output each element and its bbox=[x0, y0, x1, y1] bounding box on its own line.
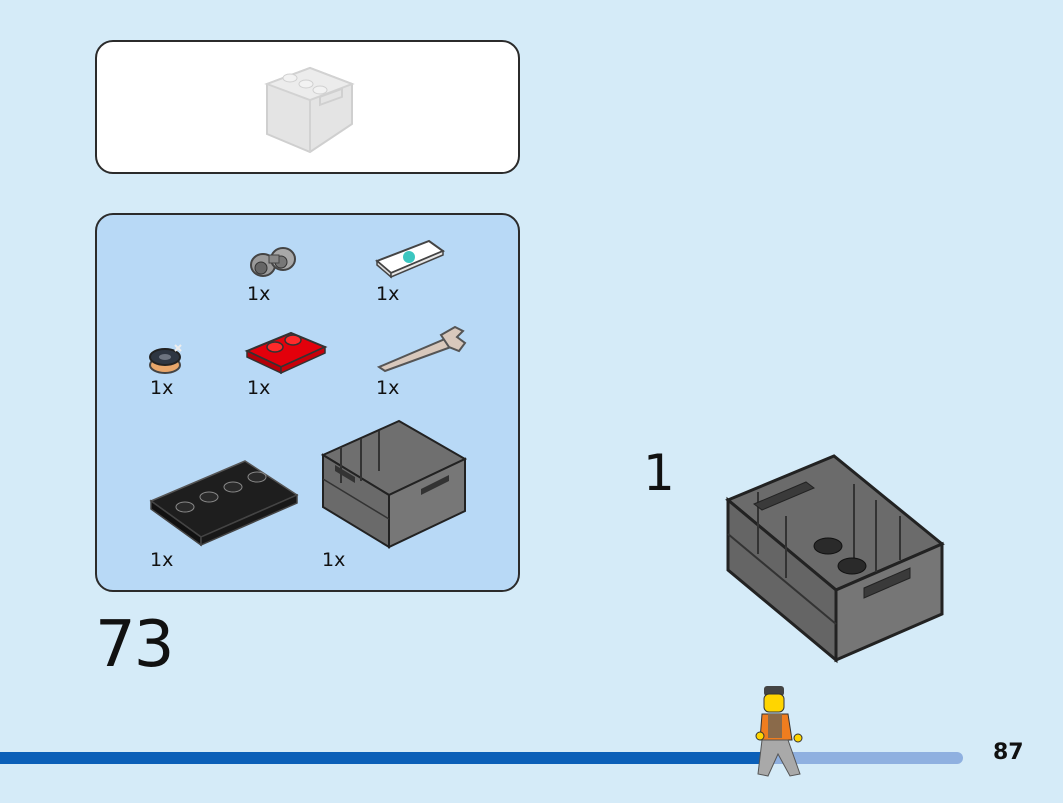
round-plate-icon bbox=[149, 344, 182, 374]
minifigure-icon bbox=[755, 686, 803, 777]
part-quantity: 1x bbox=[247, 283, 271, 305]
printed-tile-icon bbox=[375, 239, 445, 279]
parts-list-panel: 1x 1x 1x 1x 1x 1x bbox=[95, 213, 520, 592]
ghost-crate-icon bbox=[264, 66, 355, 154]
step-number: 73 bbox=[95, 608, 174, 682]
submodel-preview-panel bbox=[95, 40, 520, 174]
assembled-crate-icon bbox=[725, 454, 945, 664]
substep-number: 1 bbox=[643, 444, 675, 502]
page-number: 87 bbox=[993, 740, 1024, 765]
grey-crate-icon bbox=[321, 419, 467, 549]
black-plate-icon bbox=[149, 460, 299, 547]
part-quantity: 1x bbox=[376, 377, 400, 399]
part-quantity: 1x bbox=[150, 549, 174, 571]
red-plate-icon bbox=[244, 331, 328, 375]
part-quantity: 1x bbox=[247, 377, 271, 399]
part-quantity: 1x bbox=[322, 549, 346, 571]
binoculars-icon bbox=[250, 247, 296, 277]
progress-bar-fill bbox=[0, 752, 766, 764]
wrench-icon bbox=[376, 325, 467, 373]
part-quantity: 1x bbox=[376, 283, 400, 305]
part-quantity: 1x bbox=[150, 377, 174, 399]
progress-bar bbox=[0, 752, 963, 764]
